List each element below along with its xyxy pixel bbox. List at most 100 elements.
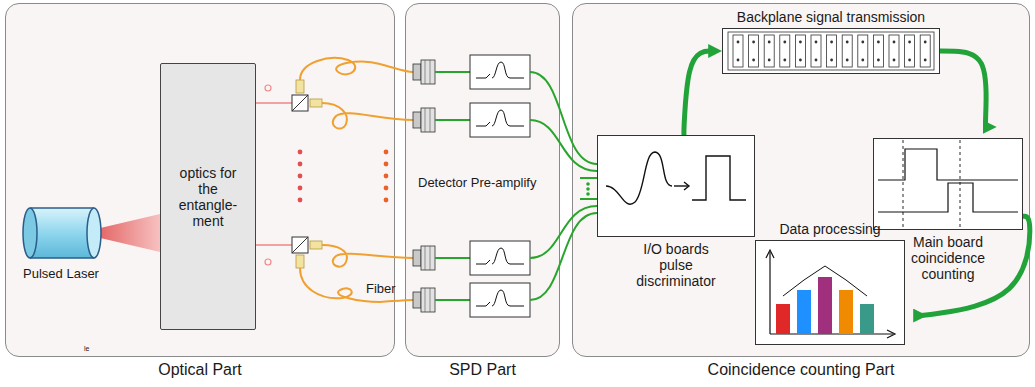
histogram bbox=[887, 330, 895, 338]
beam-splitters bbox=[310, 99, 322, 107]
detector bbox=[430, 246, 431, 270]
backplane-slots bbox=[846, 59, 849, 62]
beam-splitters bbox=[296, 80, 304, 93]
histogram bbox=[860, 304, 874, 334]
backplane-slots bbox=[830, 41, 833, 44]
backplane-slots bbox=[842, 35, 852, 67]
backplane-slots bbox=[728, 32, 934, 70]
fiber-label: Fiber bbox=[366, 282, 396, 297]
coincidence-pulses bbox=[878, 140, 1018, 228]
laser-body bbox=[96, 214, 160, 252]
backplane-slots bbox=[811, 35, 821, 67]
laser-body bbox=[30, 257, 94, 259]
flow-arrow bbox=[916, 216, 1030, 315]
pulse-symbol bbox=[684, 182, 689, 190]
backplane-slots bbox=[827, 35, 837, 67]
backplane-slots bbox=[893, 59, 896, 62]
dots bbox=[298, 150, 389, 203]
backplane-slots bbox=[920, 35, 930, 67]
backplane-slots bbox=[799, 41, 802, 44]
fiber bbox=[300, 58, 413, 80]
backplane-slots bbox=[752, 41, 755, 44]
backplane-slots bbox=[764, 35, 774, 67]
dots bbox=[298, 174, 303, 179]
detector bbox=[430, 288, 431, 312]
detector bbox=[413, 292, 421, 308]
backplane-slots bbox=[749, 35, 759, 67]
signal-wire bbox=[530, 206, 597, 258]
histogram bbox=[766, 250, 774, 258]
beam-splitters bbox=[292, 95, 308, 111]
backplane-slots bbox=[783, 59, 786, 62]
beam-splitters bbox=[256, 102, 292, 104]
backplane-slots bbox=[924, 59, 927, 62]
backplane-slots bbox=[877, 41, 880, 44]
coincidence-pulses bbox=[960, 140, 961, 228]
dots bbox=[384, 198, 389, 203]
detector bbox=[435, 71, 470, 73]
backplane-slots bbox=[893, 41, 896, 44]
backplane-slots bbox=[861, 59, 864, 62]
detector bbox=[425, 288, 426, 312]
backplane-slots bbox=[733, 35, 743, 67]
backplane-slots bbox=[783, 41, 786, 44]
backplane-slots bbox=[815, 59, 818, 62]
beam-splitters bbox=[265, 259, 271, 265]
detector bbox=[413, 250, 421, 266]
watermark: le bbox=[84, 345, 89, 353]
box-heading: Optical Part bbox=[158, 361, 242, 379]
backplane-slots bbox=[873, 35, 883, 67]
dots bbox=[384, 150, 389, 155]
detector bbox=[421, 108, 435, 132]
dots bbox=[384, 174, 389, 179]
detector bbox=[421, 288, 435, 312]
signal-wire bbox=[580, 198, 597, 200]
backplane-slots bbox=[877, 59, 880, 62]
optics-box: optics for the entangle- ment bbox=[160, 63, 256, 330]
laser-body bbox=[23, 208, 160, 258]
beam-splitters bbox=[292, 237, 308, 253]
detector bbox=[435, 119, 470, 121]
detector bbox=[435, 257, 470, 259]
beam-splitters bbox=[256, 80, 322, 268]
beam-splitters bbox=[256, 244, 292, 246]
backplane-slots bbox=[908, 41, 911, 44]
detector bbox=[425, 108, 426, 132]
coincidence-pulses bbox=[903, 140, 904, 228]
signal-wire bbox=[530, 72, 597, 164]
detector bbox=[470, 103, 530, 137]
detector bbox=[470, 283, 530, 317]
pulse-symbol bbox=[692, 156, 746, 200]
coincidence-pulses bbox=[878, 183, 1018, 212]
box-heading: I/O boards pulse discriminator bbox=[626, 241, 726, 289]
beam-splitters bbox=[292, 95, 308, 111]
detector bbox=[413, 112, 421, 128]
backplane-slots bbox=[846, 41, 849, 44]
backplane-slots bbox=[815, 41, 818, 44]
backplane-slots bbox=[752, 59, 755, 62]
histogram bbox=[766, 250, 895, 338]
fiber bbox=[300, 268, 413, 302]
beam-splitters bbox=[265, 85, 271, 91]
part-panel: Pulsed Laser optics for the entangle- men… bbox=[5, 3, 395, 357]
backplane-slots bbox=[830, 59, 833, 62]
histogram bbox=[839, 290, 853, 334]
box-heading: Pulsed Laser bbox=[23, 267, 99, 282]
part-label: Detector Pre-amplify bbox=[418, 176, 536, 191]
backplane-slots bbox=[861, 41, 864, 44]
beam-splitters bbox=[296, 255, 304, 268]
detector bbox=[430, 60, 431, 84]
laser-body bbox=[30, 207, 94, 209]
backplane-slots bbox=[737, 41, 740, 44]
histogram bbox=[769, 252, 770, 334]
box-heading: SPD Part bbox=[449, 361, 516, 379]
laser-body bbox=[30, 208, 94, 258]
pulse-symbol bbox=[606, 152, 672, 204]
fiber bbox=[300, 58, 413, 302]
flow-arrow bbox=[684, 51, 711, 135]
pulse-symbol bbox=[674, 185, 688, 186]
detector bbox=[425, 246, 426, 270]
dots bbox=[298, 186, 303, 191]
fiber bbox=[322, 103, 413, 129]
